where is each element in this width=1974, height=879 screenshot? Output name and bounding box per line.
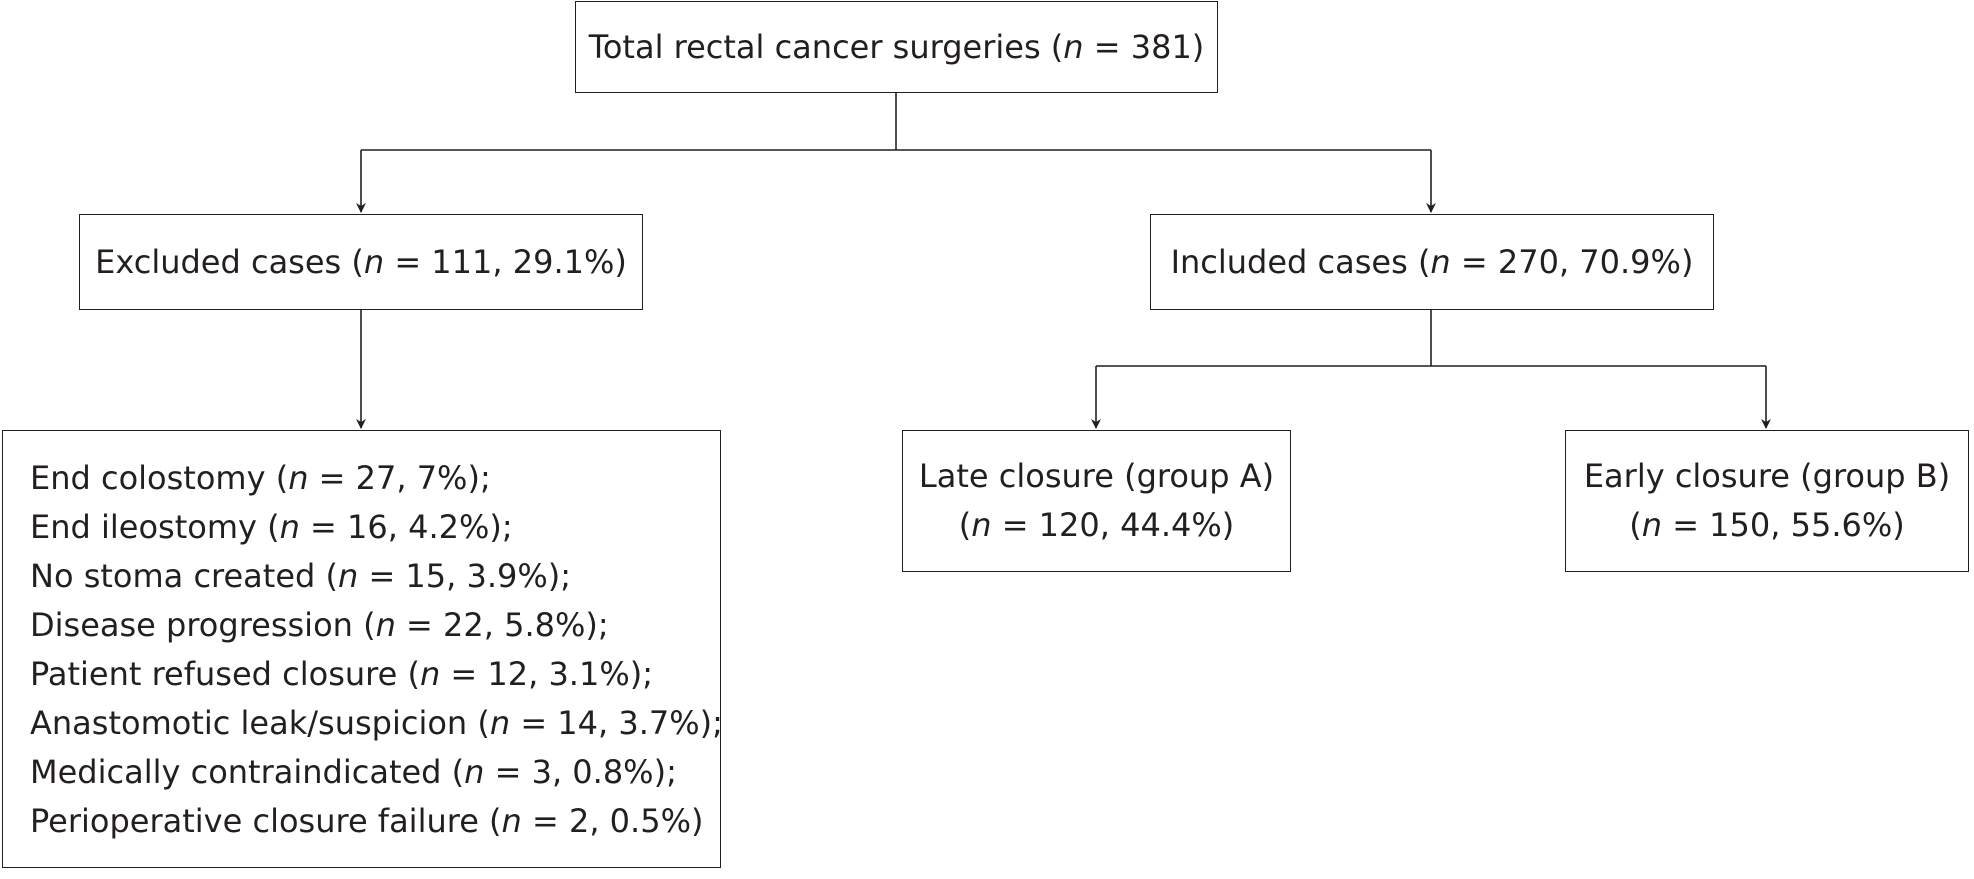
early-closure-box: Early closure (group B) (n = 150, 55.6%)	[1565, 430, 1969, 572]
early-closure-count: (n = 150, 55.6%)	[1629, 506, 1905, 544]
exclusion-reason-item: Medically contraindicated (n = 3, 0.8%);	[30, 753, 677, 791]
late-closure-count: (n = 120, 44.4%)	[958, 506, 1235, 544]
exclusion-reason-item: End colostomy (n = 27, 7%);	[30, 459, 491, 497]
exclusion-reason-item: Perioperative closure failure (n = 2, 0.…	[30, 802, 704, 840]
late-closure-box: Late closure (group A) (n = 120, 44.4%)	[902, 430, 1291, 572]
excluded-cases-text: Excluded cases (n = 111, 29.1%)	[95, 242, 627, 281]
exclusion-reason-item: Anastomotic leak/suspicion (n = 14, 3.7%…	[30, 704, 723, 742]
exclusion-reason-item: Patient refused closure (n = 12, 3.1%);	[30, 655, 653, 693]
total-surgeries-text: Total rectal cancer surgeries (n = 381)	[588, 27, 1205, 66]
early-closure-title: Early closure (group B)	[1583, 457, 1951, 495]
included-cases-box: Included cases (n = 270, 70.9%)	[1150, 214, 1714, 310]
late-closure-title: Late closure (group A)	[918, 457, 1275, 495]
exclusion-reason-item: Disease progression (n = 22, 5.8%);	[30, 606, 609, 644]
exclusion-reasons-box: End colostomy (n = 27, 7%); End ileostom…	[2, 430, 723, 868]
exclusion-reason-item: No stoma created (n = 15, 3.9%);	[30, 557, 572, 595]
excluded-cases-box: Excluded cases (n = 111, 29.1%)	[79, 214, 643, 310]
included-cases-text: Included cases (n = 270, 70.9%)	[1170, 242, 1694, 281]
total-surgeries-box: Total rectal cancer surgeries (n = 381)	[575, 1, 1218, 93]
exclusion-reason-item: End ileostomy (n = 16, 4.2%);	[30, 508, 513, 546]
